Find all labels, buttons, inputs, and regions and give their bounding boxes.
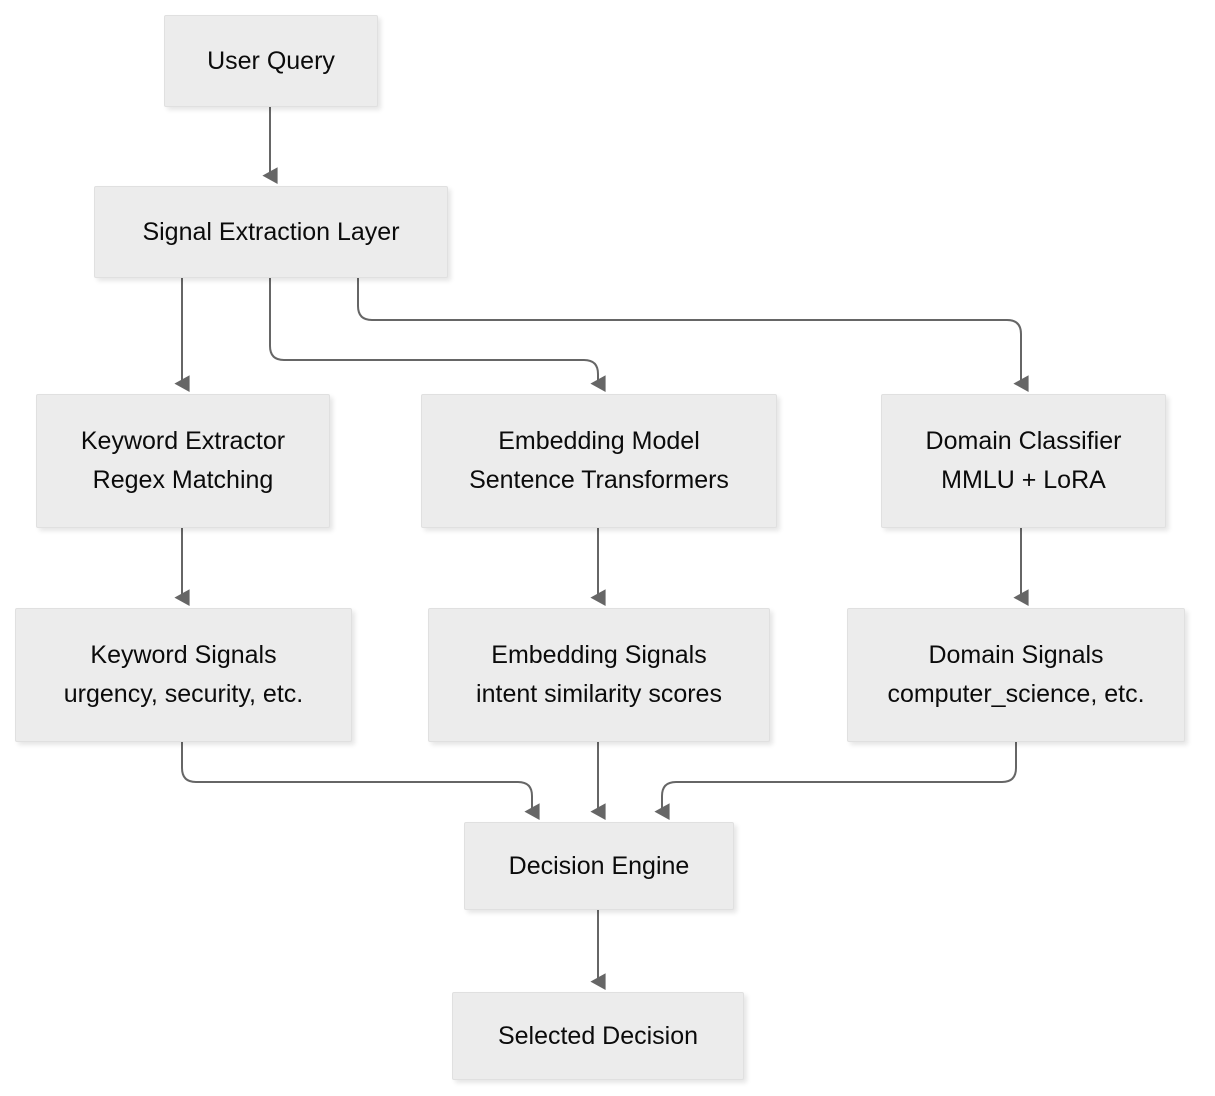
node-embedding-model-line-2: Sentence Transformers	[469, 466, 729, 494]
node-selected-decision-line-1: Selected Decision	[497, 1021, 699, 1050]
node-keyword-signals-line-2: urgency, security, etc.	[63, 680, 304, 708]
node-decision-engine-line-1: Decision Engine	[508, 851, 690, 880]
node-selected-decision[interactable]: Selected Decision	[452, 992, 744, 1080]
node-decision-engine[interactable]: Decision Engine	[464, 822, 734, 910]
node-keyword-signals-line-1: Keyword Signals	[90, 641, 277, 669]
node-domain-classifier-line-2: MMLU + LoRA	[941, 466, 1106, 494]
node-embedding-model[interactable]: Embedding Model Sentence Transformers	[421, 394, 777, 528]
node-user-query[interactable]: User Query	[164, 15, 378, 107]
node-user-query-line-1: User Query	[207, 46, 335, 75]
edge-keyword-signals-to-decision-engine	[181, 742, 540, 821]
node-embedding-signals[interactable]: Embedding Signals intent similarity scor…	[428, 608, 770, 742]
edge-signal-extraction-to-embedding-model	[269, 278, 606, 393]
node-embedding-signals-line-2: intent similarity scores	[476, 680, 722, 708]
edge-signal-extraction-to-domain-classifier	[357, 278, 1029, 393]
node-domain-signals-line-1: Domain Signals	[928, 641, 1104, 669]
node-domain-signals-line-2: computer_science, etc.	[887, 680, 1145, 708]
node-keyword-extractor[interactable]: Keyword Extractor Regex Matching	[36, 394, 330, 528]
node-keyword-signals[interactable]: Keyword Signals urgency, security, etc.	[15, 608, 352, 742]
node-domain-classifier[interactable]: Domain Classifier MMLU + LoRA	[881, 394, 1166, 528]
node-signal-extraction-layer[interactable]: Signal Extraction Layer	[94, 186, 448, 278]
node-signal-extraction-layer-line-1: Signal Extraction Layer	[142, 217, 400, 246]
node-domain-signals[interactable]: Domain Signals computer_science, etc.	[847, 608, 1185, 742]
node-keyword-extractor-line-1: Keyword Extractor	[80, 427, 286, 455]
node-keyword-extractor-line-2: Regex Matching	[92, 466, 274, 494]
edge-domain-signals-to-decision-engine	[654, 742, 1017, 821]
node-embedding-model-line-1: Embedding Model	[498, 427, 700, 455]
node-domain-classifier-line-1: Domain Classifier	[925, 427, 1122, 455]
node-embedding-signals-line-1: Embedding Signals	[491, 641, 707, 669]
